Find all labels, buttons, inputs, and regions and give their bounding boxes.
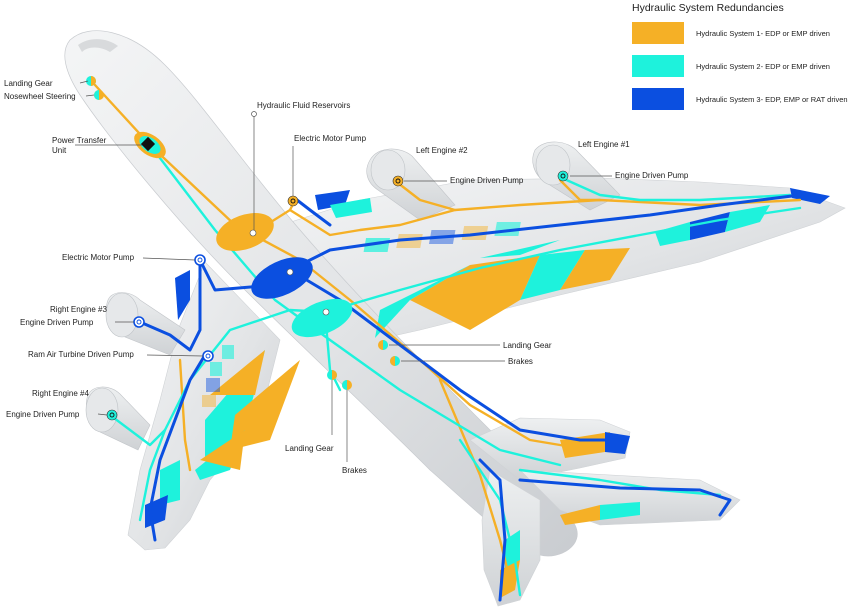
label-ram-air-turbine: Ram Air Turbine Driven Pump (28, 350, 134, 359)
hydraulic-line-system-1 (396, 181, 457, 212)
legend-swatch-system-2 (632, 55, 684, 77)
hydraulic-line-system-1 (178, 358, 192, 472)
right-engine-4-inlet (85, 387, 119, 433)
label-nosewheel-steering: Nosewheel Steering (4, 92, 76, 101)
flap-orange (200, 430, 245, 470)
label-hydraulic-fluid-reservoirs: Hydraulic Fluid Reservoirs (257, 101, 350, 110)
landing-gear-main-bottom-indicator-half (332, 370, 337, 380)
hydraulic-line-system-1 (253, 198, 802, 237)
hydraulic-reservoir-system-1 (216, 213, 274, 251)
leader-lines (75, 80, 612, 462)
legend-title: Hydraulic System Redundancies (632, 2, 784, 14)
elevator-orange (560, 505, 600, 525)
aileron-cyan (160, 460, 180, 505)
ram-air-turbine-pump (202, 350, 214, 362)
flap-orange (410, 265, 470, 330)
label-engine-driven-pump-le1: Engine Driven Pump (615, 171, 689, 180)
hydraulic-line-system-3 (295, 198, 332, 227)
hydraulic-line-system-1 (438, 378, 512, 582)
label-brakes-bottom: Brakes (342, 466, 367, 475)
elevator-blue (605, 432, 630, 454)
legend-label-system-2: Hydraulic System 2- EDP or EMP driven (696, 62, 830, 71)
flap-orange (470, 255, 540, 330)
engine-driven-pump-le2 (392, 175, 404, 187)
fuselage (64, 30, 578, 557)
hydraulic-line-system-2 (518, 468, 722, 497)
slat-blue (175, 270, 190, 320)
hydraulic-line-system-2 (323, 206, 802, 314)
hydraulic-line-system-1 (298, 258, 592, 452)
right-engine-3-inlet (105, 292, 139, 338)
reservoir-marker (322, 308, 330, 316)
spoiler-panel (206, 378, 220, 392)
engine-driven-pump-re3 (133, 316, 145, 328)
label-electric-motor-pump-top: Electric Motor Pump (294, 134, 367, 143)
legend-label-system-3: Hydraulic System 3- EDP, EMP or RAT driv… (696, 95, 848, 104)
slat-blue (790, 188, 830, 204)
hydraulic-line-system-3 (518, 478, 732, 517)
label-power-transfer-line2: Unit (52, 146, 67, 155)
hydraulic-line-system-3 (478, 458, 507, 602)
legend-swatch-system-1 (632, 22, 684, 44)
hydraulic-line-system-2 (138, 428, 167, 522)
flap-cyan (520, 250, 585, 300)
flap-orange (210, 350, 265, 395)
hydraulic-line-system-1 (558, 178, 602, 202)
spoiler-panel (222, 345, 234, 359)
label-left-engine-2: Left Engine #2 (416, 146, 468, 155)
label-landing-gear-nose: Landing Gear (4, 79, 53, 88)
aileron-cyan (725, 205, 770, 232)
label-electric-motor-pump-left: Electric Motor Pump (62, 253, 135, 262)
label-right-engine-4: Right Engine #4 (32, 389, 89, 398)
electric-motor-pump-top (287, 195, 299, 207)
hydraulic-line-system-2 (458, 438, 522, 597)
flap-orange (560, 248, 630, 290)
hydraulic-line-system-1 (93, 83, 302, 262)
hydraulic-line-system-3 (288, 193, 802, 272)
legend: Hydraulic System Redundancies Hydraulic … (632, 2, 848, 110)
flap-orange (230, 360, 300, 450)
hydraulic-line-system-3 (148, 353, 207, 542)
hydraulic-reservoir-system-3 (251, 257, 313, 299)
brakes-right-indicator-half (390, 356, 395, 366)
power-transfer-unit-icon (140, 136, 156, 152)
reservoir-marker (286, 268, 294, 276)
label-landing-gear-main-right: Landing Gear (503, 341, 552, 350)
spoiler-panel (202, 395, 216, 407)
label-right-engine-3: Right Engine #3 (50, 305, 107, 314)
label-engine-driven-pump-re3: Engine Driven Pump (20, 318, 94, 327)
label-power-transfer-line1: Power Transfer (52, 136, 107, 145)
labels: Landing Gear Nosewheel Steering Power Tr… (4, 79, 689, 475)
hydraulic-line-system-2 (560, 176, 792, 202)
wing-surfaces (145, 188, 830, 598)
hydraulic-line-system-3 (138, 258, 202, 352)
slat-cyan (330, 198, 372, 218)
hydraulic-reservoir-system-2 (291, 298, 353, 338)
label-engine-driven-pump-re4: Engine Driven Pump (6, 410, 80, 419)
label-landing-gear-main-bottom: Landing Gear (285, 444, 334, 453)
engine-driven-pump-re4 (106, 409, 118, 421)
cockpit-windows (78, 39, 118, 52)
legend-label-system-1: Hydraulic System 1- EDP or EMP driven (696, 29, 830, 38)
electric-motor-pump-left (194, 254, 206, 266)
landing-gear-main-right-indicator-half (383, 340, 388, 350)
label-left-engine-1: Left Engine #1 (578, 140, 630, 149)
landing-gear-nose-indicator-half (91, 76, 96, 86)
spoiler-panel (210, 362, 222, 376)
flap-cyan (480, 240, 560, 258)
elevator-cyan (600, 502, 640, 520)
legend-swatch-system-3 (632, 88, 684, 110)
components (86, 76, 569, 421)
nosewheel-steering-indicator-half (94, 90, 99, 100)
reservoir-marker (249, 229, 257, 237)
brakes-bottom-indicator-half (342, 380, 347, 390)
label-brakes-right: Brakes (508, 357, 533, 366)
engine-driven-pump-le1 (557, 170, 569, 182)
label-engine-driven-pump-le2: Engine Driven Pump (450, 176, 524, 185)
